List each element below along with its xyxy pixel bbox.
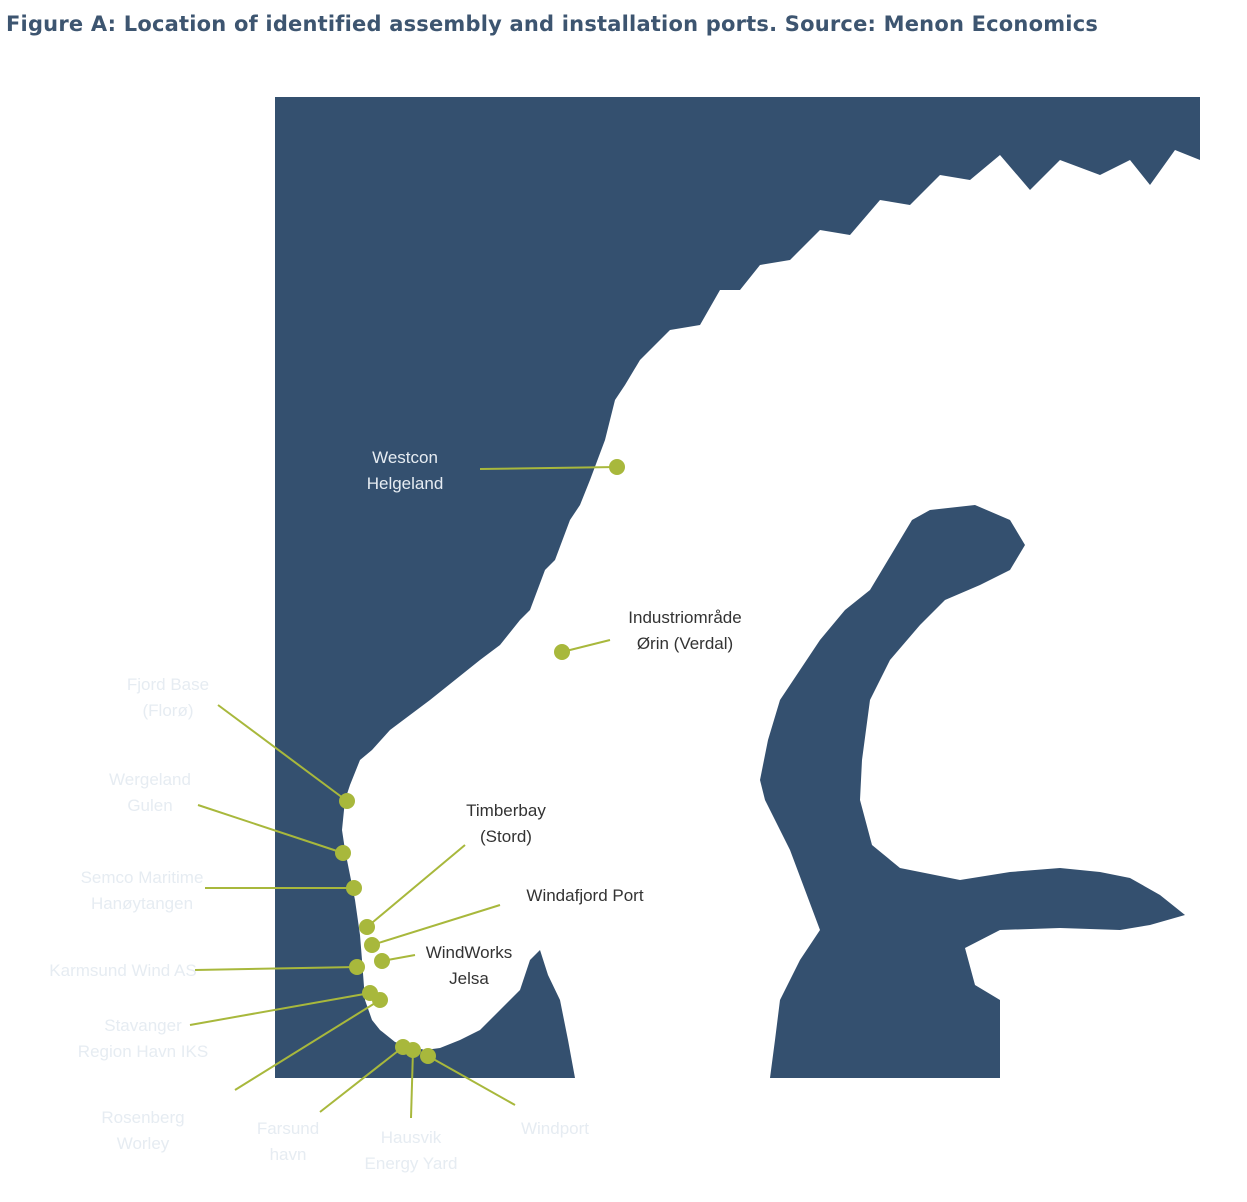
port-marker[interactable]: Timberbay (Stord): [359, 801, 546, 935]
port-marker[interactable]: Karmsund Wind AS: [49, 959, 365, 980]
port-label: Semco Maritime: [81, 868, 204, 887]
port-label: havn: [270, 1145, 307, 1164]
port-marker[interactable]: Fjord Base (Florø): [127, 675, 355, 809]
port-dot[interactable]: [359, 919, 375, 935]
port-label: Energy Yard: [365, 1154, 458, 1173]
port-dot[interactable]: [339, 793, 355, 809]
port-dot[interactable]: [364, 937, 380, 953]
leader-line: [217, 704, 348, 802]
port-dot[interactable]: [349, 959, 365, 975]
leader-line: [234, 999, 381, 1091]
gulf-of-bothnia-baltic: [760, 505, 1185, 1078]
port-label: Hanøytangen: [91, 894, 193, 913]
port-label: Farsund: [257, 1119, 319, 1138]
leader-line: [371, 904, 501, 946]
port-label: Ørin (Verdal): [637, 634, 733, 653]
port-label: Windafjord Port: [526, 886, 643, 905]
port-dot[interactable]: [346, 880, 362, 896]
port-dot[interactable]: [554, 644, 570, 660]
port-label: Windport: [521, 1119, 589, 1138]
port-marker[interactable]: Windafjord Port: [364, 886, 644, 953]
port-marker[interactable]: Farsund havn: [257, 1039, 411, 1164]
port-label: Wergeland: [109, 770, 191, 789]
figure-title: Figure A: Location of identified assembl…: [6, 12, 1099, 36]
leader-line: [319, 1046, 404, 1113]
port-label: WindWorks: [426, 943, 513, 962]
leader-line: [194, 966, 358, 971]
leader-line: [189, 992, 371, 1026]
port-dot[interactable]: [609, 459, 625, 475]
scandinavia-land: [342, 150, 1200, 1078]
leader-line: [561, 639, 611, 653]
port-marker[interactable]: Windport: [420, 1048, 589, 1138]
port-label: Fjord Base: [127, 675, 209, 694]
port-label: (Stord): [480, 827, 532, 846]
leader-line: [410, 1049, 414, 1119]
port-label: Worley: [117, 1134, 170, 1153]
port-label: Timberbay: [466, 801, 546, 820]
port-dot[interactable]: [405, 1042, 421, 1058]
port-label: Rosenberg: [101, 1108, 184, 1127]
leader-line: [479, 466, 618, 470]
port-label: Industriområde: [628, 608, 741, 627]
port-label: (Florø): [143, 701, 194, 720]
port-label: Hausvik: [381, 1128, 442, 1147]
port-label: Stavanger: [104, 1016, 182, 1035]
port-label: Region Havn IKS: [78, 1042, 208, 1061]
leader-line: [366, 844, 466, 928]
leader-line: [197, 804, 344, 854]
leader-line: [427, 1055, 516, 1106]
port-label: Westcon: [372, 448, 438, 467]
port-dot[interactable]: [420, 1048, 436, 1064]
port-dot[interactable]: [374, 953, 390, 969]
port-label: Jelsa: [449, 969, 489, 988]
port-dot[interactable]: [335, 845, 351, 861]
port-label: Karmsund Wind AS: [49, 961, 196, 980]
port-dot[interactable]: [372, 992, 388, 1008]
port-label: Gulen: [127, 796, 172, 815]
port-label: Helgeland: [367, 474, 444, 493]
